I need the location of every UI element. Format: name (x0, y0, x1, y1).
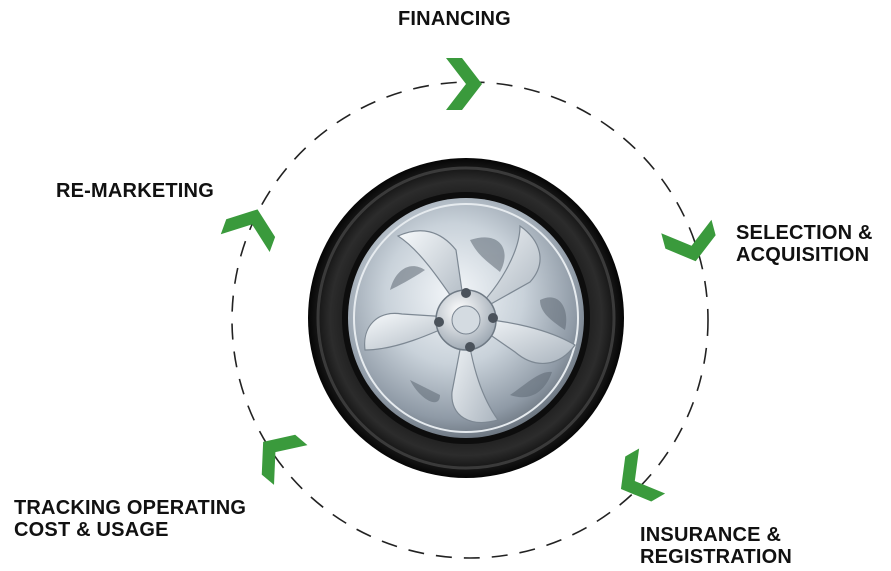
stage-label-financing: FINANCING (398, 8, 511, 30)
stage-label-remarketing: RE-MARKETING (56, 180, 214, 202)
stage-label-line: TRACKING OPERATING (14, 497, 247, 519)
stage-label-tracking: TRACKING OPERATING COST & USAGE (14, 497, 246, 541)
chevron-arrow-icon (220, 209, 276, 253)
stage-label-line: RE-MARKETING (56, 180, 214, 202)
chevron-arrow-icon (446, 58, 482, 110)
stage-label-line: COST & USAGE (14, 519, 169, 541)
stage-label-selection: SELECTION & ACQUISITION (736, 222, 873, 266)
chevron-arrow-icon (661, 219, 716, 262)
chevron-arrow-icon (620, 448, 666, 502)
stage-label-line: SELECTION & (736, 222, 873, 244)
chevron-arrow-icon (261, 434, 308, 485)
stage-label-line: FINANCING (398, 8, 511, 30)
stage-label-line: REGISTRATION (640, 546, 793, 568)
stage-label-line: ACQUISITION (736, 244, 870, 266)
car-wheel-tire-icon (308, 158, 624, 478)
stage-label-line: INSURANCE & (640, 524, 782, 546)
stage-label-insurance: INSURANCE & REGISTRATION (640, 524, 792, 568)
